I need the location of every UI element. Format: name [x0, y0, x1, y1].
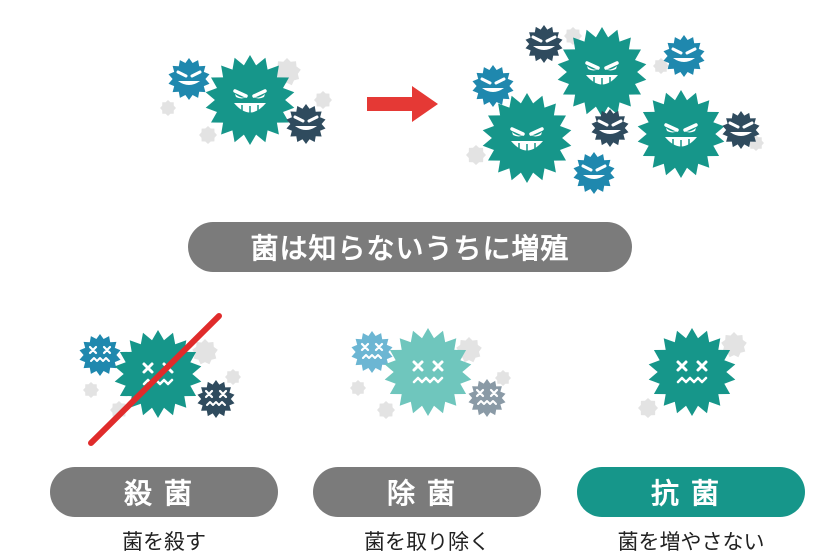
germ-icon — [160, 100, 176, 116]
banner-text: 菌は知らないうちに増殖 — [250, 232, 570, 265]
germ-icon — [199, 126, 217, 144]
method-pill-remove: 除菌 — [313, 467, 541, 517]
germ-icon — [468, 379, 506, 417]
germ-icon — [495, 370, 511, 386]
germ-icon — [525, 25, 563, 63]
germ-icon — [197, 380, 235, 418]
germ-icon — [286, 104, 326, 144]
germ-icon — [573, 152, 615, 194]
method-label: 抗菌 — [650, 477, 731, 510]
banner-pill: 菌は知らないうちに増殖 — [188, 222, 632, 272]
method-label: 除菌 — [386, 477, 467, 510]
germ-cluster-remove — [350, 328, 511, 419]
germ-icon — [384, 328, 472, 416]
method-pill-antibacterial: 抗菌 — [577, 467, 805, 517]
germ-icon — [192, 339, 218, 365]
germ-icon — [350, 380, 366, 396]
method-caption: 菌を取り除く — [364, 530, 490, 554]
germ-cluster-sterilize — [79, 313, 241, 446]
germ-icon — [377, 401, 395, 419]
germ-icon — [205, 55, 295, 145]
method-caption: 菌を増やさない — [617, 530, 765, 554]
germ-cluster-antibacterial — [638, 328, 747, 418]
arrow-right-icon — [367, 86, 438, 122]
germ-icon — [637, 90, 725, 178]
germ-icon — [168, 58, 210, 100]
germ-icon — [472, 65, 514, 107]
germ-icon — [351, 331, 393, 373]
slash-icon — [88, 313, 222, 446]
germ-icon — [314, 91, 332, 109]
germ-icon — [638, 398, 658, 418]
germ-cluster-after — [466, 25, 764, 194]
germ-icon — [83, 382, 99, 398]
method-caption: 菌を殺す — [122, 530, 206, 554]
germ-icon — [722, 111, 760, 149]
germ-icon — [663, 35, 705, 77]
germ-icon — [557, 27, 647, 117]
germ-icon — [648, 328, 736, 416]
germ-icon — [466, 145, 486, 165]
method-pill-sterilize: 殺菌 — [50, 467, 278, 517]
germ-icon — [653, 58, 669, 74]
germ-icon — [225, 369, 241, 385]
germ-cluster-before — [160, 55, 332, 145]
germ-icon — [482, 93, 572, 183]
method-label: 殺菌 — [123, 477, 204, 510]
germ-icon — [591, 109, 629, 147]
germ-icon — [79, 334, 121, 376]
